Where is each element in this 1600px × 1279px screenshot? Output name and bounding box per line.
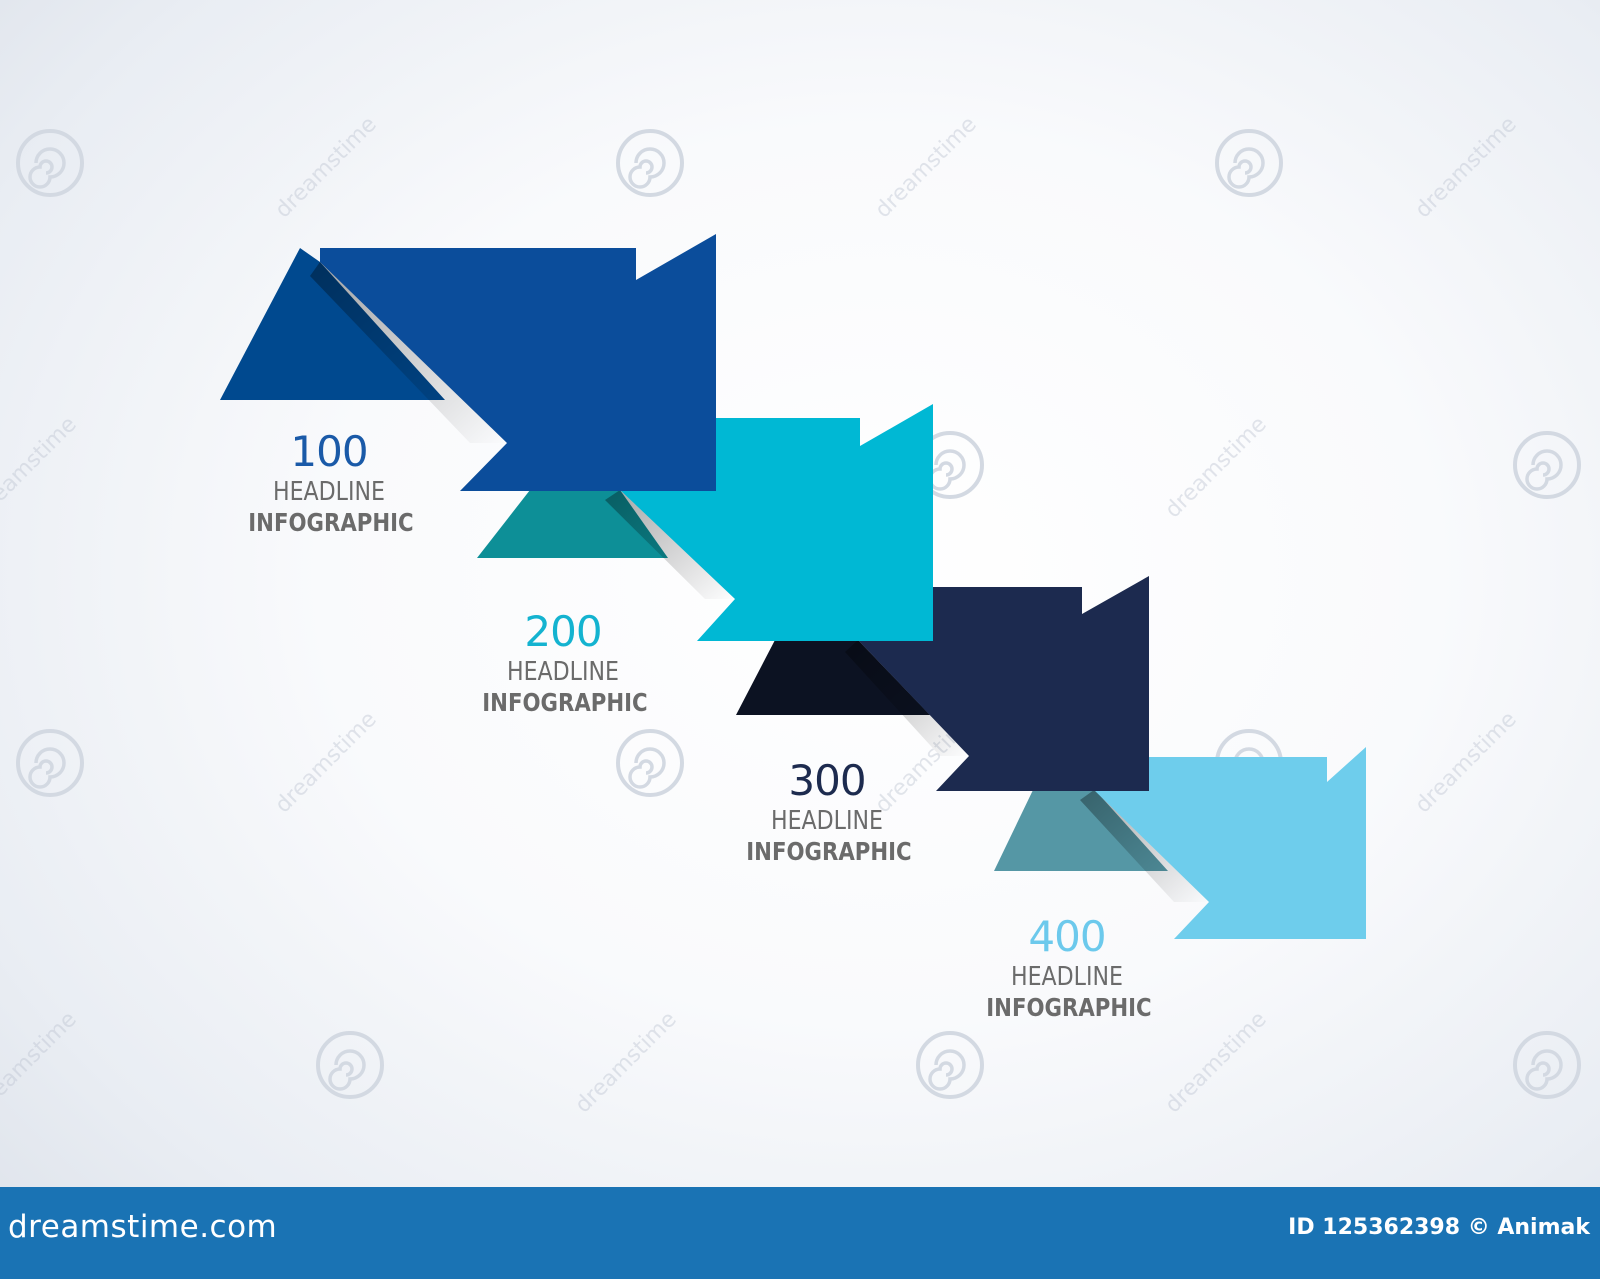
- step-1-shadow: [310, 262, 507, 443]
- step-2-label: 200 HEADLINE INFOGRAPHIC: [468, 608, 658, 718]
- step-4-headline: HEADLINE: [1010, 962, 1124, 992]
- step-2-number: 200: [524, 607, 602, 656]
- step-4-shadow: [1080, 790, 1209, 902]
- footer-bar: dreamstime.com ID 125362398 © Animak: [0, 1187, 1600, 1279]
- step-1-number: 100: [290, 427, 368, 476]
- watermark-logo-icon: [916, 1031, 984, 1099]
- step-1-label: 100 HEADLINE INFOGRAPHIC: [234, 428, 424, 538]
- step-1-headline: HEADLINE: [272, 477, 386, 507]
- step-4-label: 400 HEADLINE INFOGRAPHIC: [972, 913, 1162, 1023]
- infographic-canvas: dreamstime dreamstime dreamstime dreamst…: [0, 112, 1581, 1118]
- step-4-number: 400: [1028, 912, 1106, 961]
- step-2-headline: HEADLINE: [506, 657, 620, 687]
- step-3-flap: [736, 640, 930, 715]
- step-1-flap: [220, 248, 445, 400]
- step-3-number: 300: [788, 756, 866, 805]
- step-1-arrow: [320, 234, 716, 491]
- step-2-shadow: [605, 490, 735, 599]
- step-4-arrow: [1094, 747, 1366, 939]
- step-3-label: 300 HEADLINE INFOGRAPHIC: [732, 757, 922, 867]
- watermark-logo-icon: [1513, 431, 1581, 499]
- step-3-shadow: [845, 640, 969, 756]
- step-arrows: [220, 234, 1366, 939]
- watermark-logo-icon: [616, 129, 684, 197]
- watermark-logo-icon: [16, 729, 84, 797]
- step-4-flap: [994, 790, 1168, 871]
- step-2-subheadline: INFOGRAPHIC: [482, 688, 648, 717]
- footer-brand[interactable]: dreamstime.com: [8, 1209, 278, 1245]
- step-4-subheadline: INFOGRAPHIC: [986, 993, 1152, 1022]
- step-3-subheadline: INFOGRAPHIC: [746, 837, 912, 866]
- step-3-headline: HEADLINE: [770, 806, 884, 836]
- watermark-logo-icon: [1215, 129, 1283, 197]
- watermark-logo-icon: [316, 1031, 384, 1099]
- watermark-logo-icon: [616, 729, 684, 797]
- footer-image-id: ID 125362398 © Animak: [1288, 1215, 1590, 1240]
- step-1-subheadline: INFOGRAPHIC: [248, 508, 414, 537]
- watermark-logo-icon: [1513, 1031, 1581, 1099]
- watermark-logo-icon: [16, 129, 84, 197]
